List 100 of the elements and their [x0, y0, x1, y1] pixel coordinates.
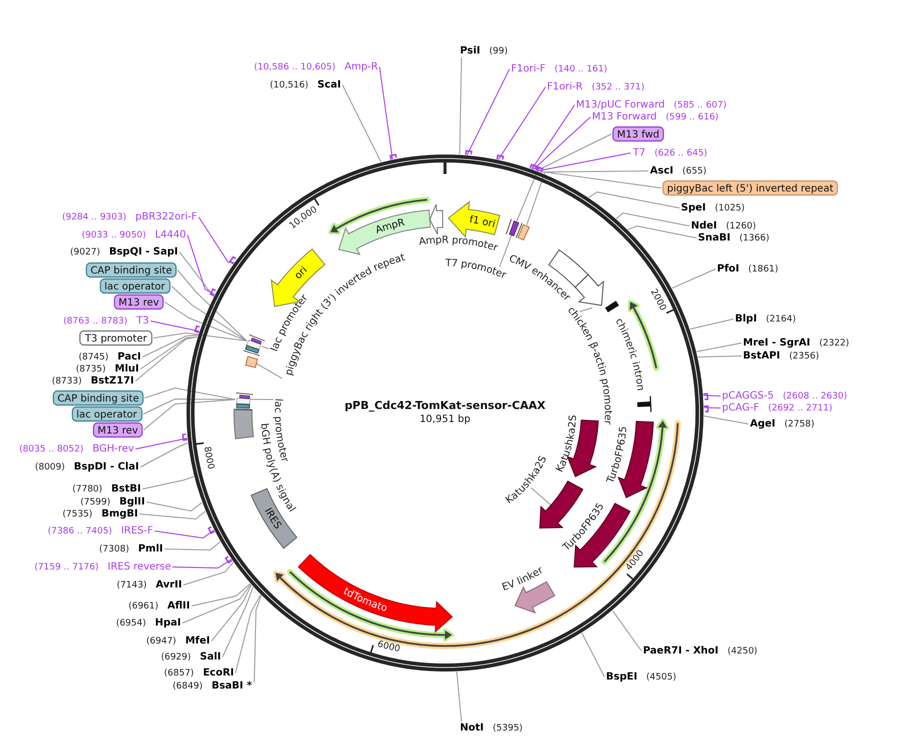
leader-line — [140, 442, 188, 468]
primer-label: F1ori-F (140 .. 161) — [511, 64, 608, 74]
leader-line — [627, 225, 697, 238]
primer-label: (8035 .. 8052) BGH-rev — [19, 444, 134, 454]
leader-line — [135, 336, 198, 382]
leader-line — [702, 394, 721, 396]
feature-block — [574, 274, 604, 306]
leader-line — [342, 84, 382, 163]
primer-label: (9284 .. 9303) pBR322ori-F — [62, 212, 197, 222]
leader-line — [235, 594, 262, 674]
leader-line — [532, 116, 591, 170]
leader-line — [703, 407, 721, 408]
primer-label: M13 Forward (599 .. 616) — [592, 112, 719, 122]
leader-line — [182, 584, 252, 624]
leader-line — [164, 541, 221, 550]
restriction-site-label: MreI - SgrAI (2322) — [743, 338, 850, 348]
restriction-site-label: SpeI (1025) — [681, 202, 745, 214]
restriction-site-label: (7535) BmgBI — [62, 508, 138, 520]
restriction-site-label: (7780) BstBI — [72, 484, 141, 494]
feature-marker — [506, 218, 523, 238]
restriction-site-label: PsiI (99) — [460, 46, 508, 56]
leader-line — [690, 318, 734, 330]
leader-line — [459, 57, 462, 155]
restriction-site-label: NotI (5395) — [460, 722, 523, 734]
leader-line — [183, 562, 234, 586]
leader-line — [536, 152, 631, 172]
feature-marker — [243, 334, 266, 356]
restriction-site-label: (7143) AvrII — [116, 580, 182, 590]
restriction-site-label: (8745) PacI — [78, 352, 141, 362]
leader-line — [256, 363, 283, 379]
leader-line — [261, 346, 270, 350]
leader-line — [588, 191, 680, 208]
primer-label: F1ori-R (352 .. 371) — [547, 82, 645, 92]
leader-line — [498, 86, 546, 160]
leader-line — [144, 387, 236, 400]
restriction-site-label: (8009) BspDI - ClaI — [34, 462, 139, 472]
leader-line — [150, 320, 200, 332]
primer-label: pCAG-F (2692 .. 2711) — [722, 402, 832, 414]
leader-line — [456, 671, 462, 722]
leader-line — [191, 583, 251, 606]
restriction-site-label: (6961) AflII — [128, 600, 190, 612]
feature-tag: M13 rev — [92, 422, 143, 438]
leader-line — [211, 584, 252, 642]
restriction-site-label: (7308) PmlI — [99, 544, 163, 554]
leader-line — [581, 632, 605, 678]
leader-line — [142, 476, 194, 490]
feature-label: T7 promoter — [445, 257, 508, 281]
feature-tag: lac operator — [72, 406, 142, 422]
leader-line — [164, 302, 248, 342]
leader-line — [703, 415, 749, 424]
primer-label: (9033 .. 9050) L4440 — [82, 230, 186, 240]
leader-line — [179, 252, 214, 298]
feature-block — [245, 356, 258, 368]
restriction-site-label: AscI (655) — [650, 166, 707, 176]
leader-line — [140, 336, 198, 370]
leader-line — [177, 270, 248, 342]
leader-line — [142, 398, 236, 414]
leader-line — [146, 502, 202, 512]
leader-line — [539, 170, 649, 173]
leader-line — [531, 104, 575, 170]
restriction-site-label: BstAPI (2356) — [743, 350, 820, 362]
restriction-site-label: SnaBI (1366) — [698, 232, 770, 244]
restriction-site-label: AgeI (2758) — [750, 418, 814, 430]
leader-line — [172, 558, 232, 568]
leader-line — [379, 66, 393, 160]
leader-line — [579, 307, 593, 312]
feature-tag: piggyBac left (5') inverted repeat — [662, 180, 838, 196]
feature-tag: CAP binding site — [86, 262, 177, 278]
feature-marker — [234, 392, 254, 410]
leader-line — [187, 234, 216, 296]
leader-line — [499, 234, 512, 268]
feature-tag: lac operator — [100, 278, 170, 294]
primer-label: T7 (626 .. 645) — [633, 148, 708, 158]
leader-line — [466, 68, 510, 156]
restriction-site-label: (6954) HpaI — [116, 618, 181, 628]
plasmid-name: pPB_Cdc42-TomKat-sensor-CAAX — [344, 399, 546, 412]
leader-line — [516, 134, 612, 222]
leader-line — [696, 342, 742, 352]
leader-line — [616, 212, 690, 226]
leader-line — [254, 595, 262, 683]
feature-block: f1 ori — [448, 201, 500, 238]
feature-tag: T3 promoter — [79, 330, 152, 346]
leader-line — [152, 332, 248, 342]
leader-line — [250, 398, 274, 400]
leader-line — [222, 586, 254, 658]
leader-line — [154, 530, 215, 539]
leader-line — [697, 356, 742, 358]
primer-label: (7159 .. 7176) IRES reverse — [34, 562, 171, 572]
feature-tag: M13 rev — [114, 294, 164, 310]
restriction-site-label: (8733) BstZ17I — [52, 376, 134, 386]
restriction-site-label: (10,516) ScaI — [270, 80, 341, 90]
restriction-site-label: (9027) BspQI - SapI — [70, 246, 178, 258]
restriction-site-label: PaeR7I - XhoI (4250) — [643, 646, 758, 656]
scale-label: 6000 — [376, 640, 401, 655]
leader-line — [198, 216, 235, 264]
restriction-site-label: (6849) BsaBI * — [172, 680, 252, 692]
primer-label: (10,586 .. 10,605) Amp-R — [254, 62, 378, 72]
restriction-site-label: (6929) SalI — [160, 652, 221, 662]
plasmid-length: 10,951 bp — [420, 414, 470, 425]
primer-label: (7386 .. 7405) IRES-F — [48, 526, 153, 536]
